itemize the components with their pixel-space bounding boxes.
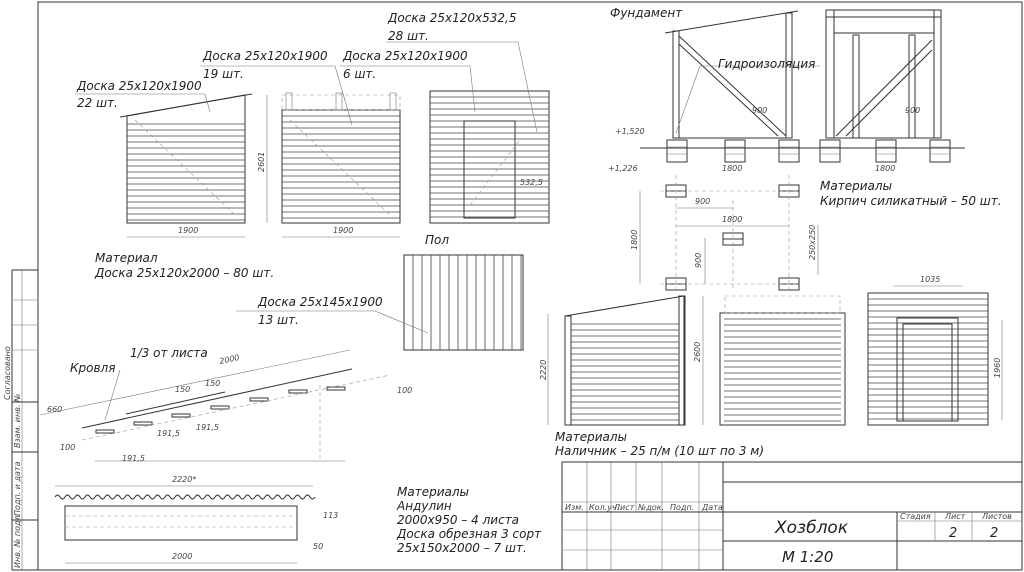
col-date: Дата [701, 503, 723, 512]
roof-title: Кровля [70, 361, 115, 375]
foundation-materials-text: Кирпич силикатный – 50 шт. [820, 194, 1002, 208]
cladding-materials-title: Материалы [555, 430, 627, 444]
dim-width-1: 1900 [178, 226, 198, 235]
dim-roof-1915b: 191,5 [196, 423, 219, 432]
foundation-plan [639, 175, 819, 290]
dim-roof-113: 113 [323, 511, 338, 520]
foundation-frame-front [825, 9, 942, 139]
wall-front-view [429, 90, 550, 224]
title-block [561, 461, 1023, 571]
dim-found-900a: 900 [752, 106, 767, 115]
material-title: Материал [95, 251, 158, 265]
sheet-frame [37, 1, 1023, 571]
waterproofing-label: Гидроизоляция [718, 57, 815, 71]
stamp-agreed: Согласовано [3, 346, 12, 400]
wall-side-view [119, 93, 268, 238]
dim-roof-150a: 150 [175, 385, 190, 394]
front-board-label: Доска 25х120х1900 [342, 49, 468, 63]
roof-overlap: 1/3 от листа [130, 346, 208, 360]
dim-plan-1800v: 1800 [630, 230, 639, 250]
wall-back-view [281, 92, 401, 238]
brick-pier [778, 139, 800, 163]
door-board-qty: 28 шт. [388, 29, 429, 43]
foundation-materials-title: Материалы [820, 179, 892, 193]
roof-front-view [54, 485, 316, 564]
back-board-label: Доска 25х120х1900 [202, 49, 328, 63]
side-board-label: Доска 25х120х1900 [76, 79, 202, 93]
roof-material-3: Доска обрезная 3 сорт [396, 527, 542, 541]
dim-roof-1915a: 191,5 [157, 429, 180, 438]
dim-2220: 2220 [539, 360, 548, 380]
dim-found-900b: 900 [905, 106, 920, 115]
stamp-inv-original: Инв. № подл. [13, 513, 22, 568]
roof-material-4: 25х150х2000 – 7 шт. [397, 541, 527, 555]
stage-label: Стадия [900, 512, 931, 521]
dim-roof-2220: 2220* [172, 475, 196, 484]
dim-plan-1800: 1800 [722, 215, 742, 224]
brick-piers [665, 139, 951, 291]
brick-pier [875, 139, 897, 163]
door-board-label: Доска 25х120х532,5 [387, 11, 516, 25]
dim-2600: 2600 [693, 342, 702, 362]
floor-board-qty: 13 шт. [258, 313, 299, 327]
sheet-label: Лист [944, 512, 966, 521]
sheet-number: 2 [949, 526, 957, 541]
sheets-total: 2 [990, 526, 998, 541]
level-1226: +1,226 [608, 164, 638, 173]
dim-roof-2000b: 2000 [172, 552, 192, 561]
back-board-qty: 19 шт. [203, 67, 244, 81]
dim-roof-1915c: 191,5 [122, 454, 145, 463]
material-text: Доска 25х120х2000 – 80 шт. [94, 266, 274, 280]
col-doc-no: №док. [637, 503, 664, 512]
brick-pier [724, 139, 746, 163]
dim-roof-660: 660 [47, 405, 62, 414]
wall-back-finished [719, 295, 846, 426]
brick-pier [819, 139, 841, 163]
dim-found-1800b: 1800 [875, 164, 895, 173]
brick-pier [666, 139, 688, 163]
foundation-title: Фундамент [610, 6, 683, 20]
wall-side-finished [547, 295, 704, 426]
foundation-frame-side [640, 10, 965, 149]
leader-lines [75, 41, 538, 133]
stamp-replace-inv: Взам. инв. № [13, 394, 22, 448]
dim-roof-150b: 150 [205, 379, 220, 388]
dim-width-2: 1900 [333, 226, 353, 235]
side-board-qty: 22 шт. [77, 96, 118, 110]
dim-roof-50: 50 [313, 542, 323, 551]
stamp-sign-date: Подп. и дата [13, 461, 22, 516]
dim-plan-250: 250х250 [808, 225, 817, 260]
roof-section [39, 349, 391, 462]
roof-material-2: 2000х950 – 4 листа [397, 513, 519, 527]
dim-height: 2601 [257, 152, 266, 172]
col-sheet: Лист [613, 503, 635, 512]
brick-pier [929, 139, 951, 163]
floor-plan [236, 254, 524, 351]
wall-front-finished [867, 285, 1003, 426]
front-board-qty: 6 шт. [343, 67, 376, 81]
roof-materials-title: Материалы [397, 485, 469, 499]
col-change: Изм. [565, 503, 584, 512]
cladding-materials-text: Наличник – 25 п/м (10 шт по 3 м) [555, 444, 764, 458]
dim-1960: 1960 [993, 358, 1002, 378]
roof-material-1: Андулин [396, 499, 452, 513]
drawing-scale: М 1:20 [782, 548, 833, 566]
floor-title: Пол [425, 233, 449, 247]
dim-roof-2000: 2000 [219, 353, 241, 366]
floor-board-label: Доска 25х145х1900 [257, 295, 383, 309]
dim-door: 532,5 [520, 178, 543, 187]
sheets-label: Листов [981, 512, 1012, 521]
dim-found-1800a: 1800 [722, 164, 742, 173]
dim-1035: 1035 [920, 275, 940, 284]
level-1520: +1,520 [615, 127, 645, 136]
dim-roof-100a: 100 [60, 443, 75, 452]
col-signature: Подп. [670, 503, 694, 512]
dim-plan-900v: 900 [694, 253, 703, 268]
side-stamp: Согласовано Взам. инв. № Подп. и дата Ин… [3, 269, 38, 571]
col-count: Кол.уч. [589, 503, 619, 512]
project-name: Хозблок [774, 518, 849, 538]
dim-plan-900: 900 [695, 197, 710, 206]
dim-roof-100b: 100 [397, 386, 412, 395]
